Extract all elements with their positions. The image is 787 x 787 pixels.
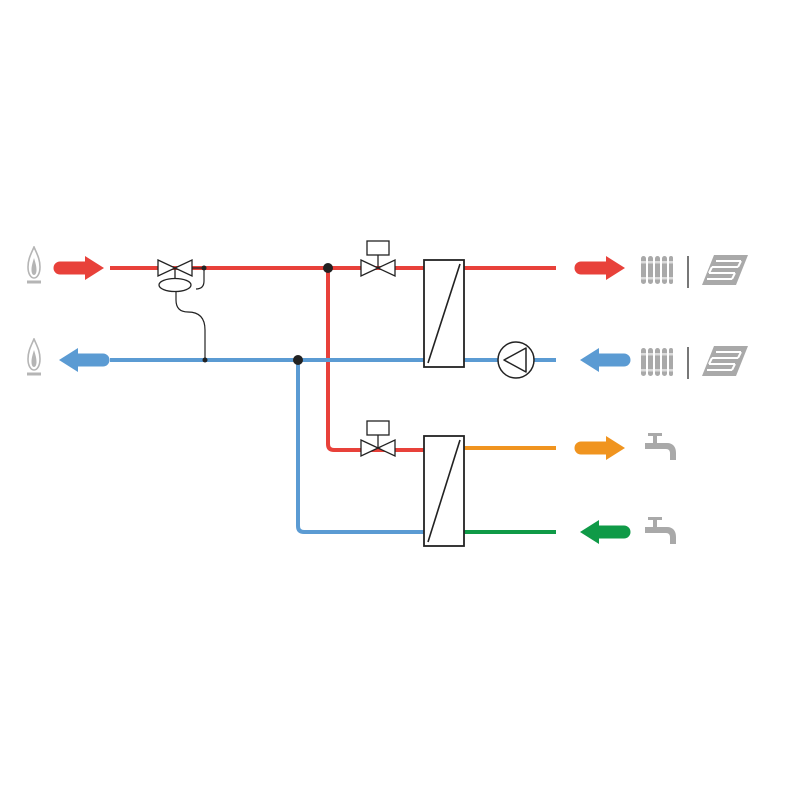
junction-dot [202,357,208,363]
junction-dot [201,265,207,271]
tap-icon [645,433,676,460]
underfloor-heating-icon [701,254,749,286]
dhw-primary-supply-pipe [326,268,426,452]
motorized-valve-icon [360,420,396,458]
junction-dot [323,263,333,273]
tap-icon [645,517,676,544]
radiator-icon [640,256,674,284]
pump-icon [497,341,535,379]
return-arrow-icon [59,348,110,372]
heating-supply-arrow-icon [574,256,625,280]
dhw-primary-return-pipe [296,360,426,534]
motorized-valve-icon [360,240,396,278]
heating-return-arrow-icon [580,348,631,372]
plate-heat-exchanger-icon [423,259,465,368]
impulse-line [175,291,206,360]
cold-water-arrow-icon [580,520,631,544]
junction-dot [293,355,303,365]
flame-icon [26,246,42,284]
hot-water-arrow-icon [574,436,625,460]
differential-pressure-valve-icon [157,258,193,293]
flame-icon [26,338,42,376]
radiator-icon [640,348,674,376]
supply-arrow-icon [53,256,104,280]
impulse-line [191,267,205,290]
underfloor-heating-icon [701,345,749,377]
plate-heat-exchanger-icon [423,435,465,547]
